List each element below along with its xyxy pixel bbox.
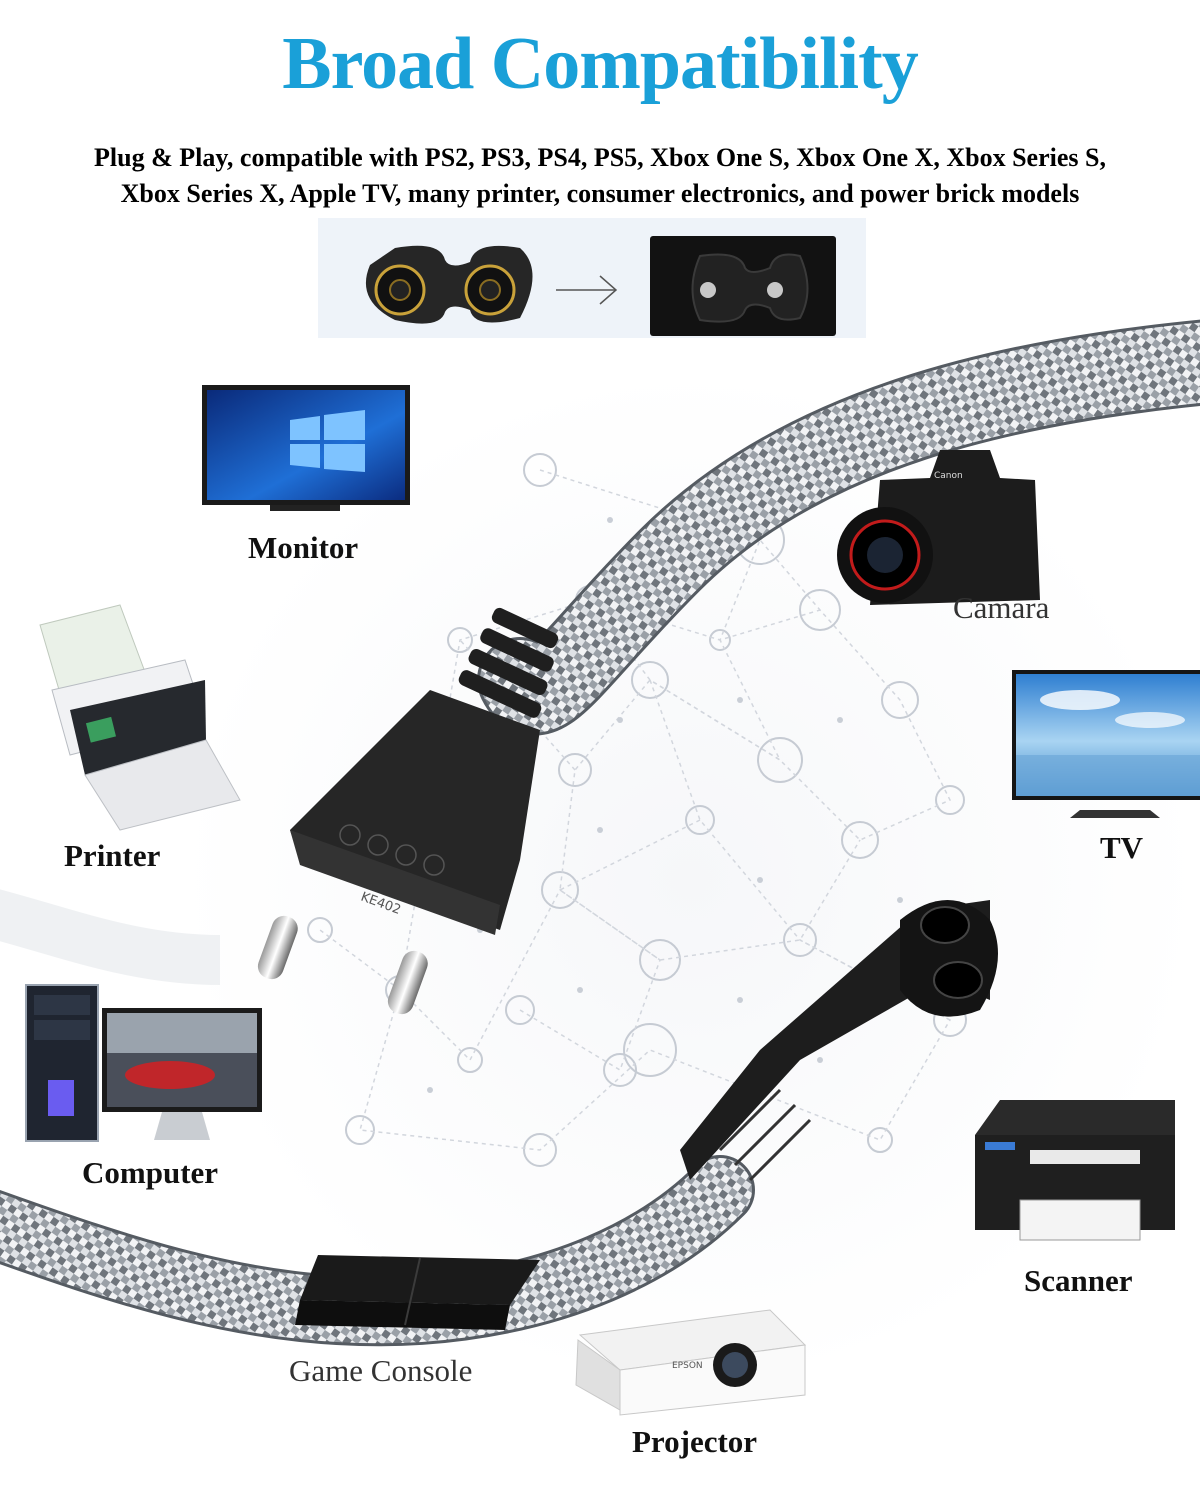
compatibility-description: Plug & Play, compatible with PS2, PS3, P… — [30, 140, 1170, 212]
projector-brand-text: EPSON — [672, 1361, 703, 1371]
compatibility-line-1: Plug & Play, compatible with PS2, PS3, P… — [94, 143, 1106, 172]
printer-label: Printer — [64, 838, 161, 873]
game-console-image — [295, 1255, 540, 1330]
camera-brand-text: Canon — [934, 471, 963, 481]
page-title: Broad Compatibility — [282, 23, 918, 105]
connector-diagram — [318, 218, 866, 338]
camera-label: Camara — [953, 590, 1050, 625]
monitor-label: Monitor — [248, 530, 359, 565]
figure8-connector — [680, 900, 998, 1182]
computer-label: Computer — [82, 1155, 219, 1190]
tv-label: TV — [1100, 830, 1144, 865]
projector-label: Projector — [632, 1424, 758, 1459]
monitor-image — [202, 385, 410, 511]
tv-image — [1012, 670, 1200, 818]
game-console-label: Game Console — [289, 1353, 473, 1388]
arrow-right-icon — [556, 275, 618, 305]
figure8-plug-face-icon — [365, 245, 533, 324]
computer-image — [25, 984, 262, 1142]
scanner-label: Scanner — [1024, 1263, 1133, 1298]
projector-image: EPSON — [575, 1309, 807, 1416]
euro-plug: KE402 — [257, 607, 559, 1015]
scanner-image — [975, 1100, 1175, 1241]
printer-image — [39, 604, 241, 831]
compatibility-line-2: Xbox Series X, Apple TV, many printer, c… — [120, 179, 1080, 208]
c7-socket-icon — [650, 236, 836, 336]
camera-image: Canon — [837, 450, 1040, 605]
